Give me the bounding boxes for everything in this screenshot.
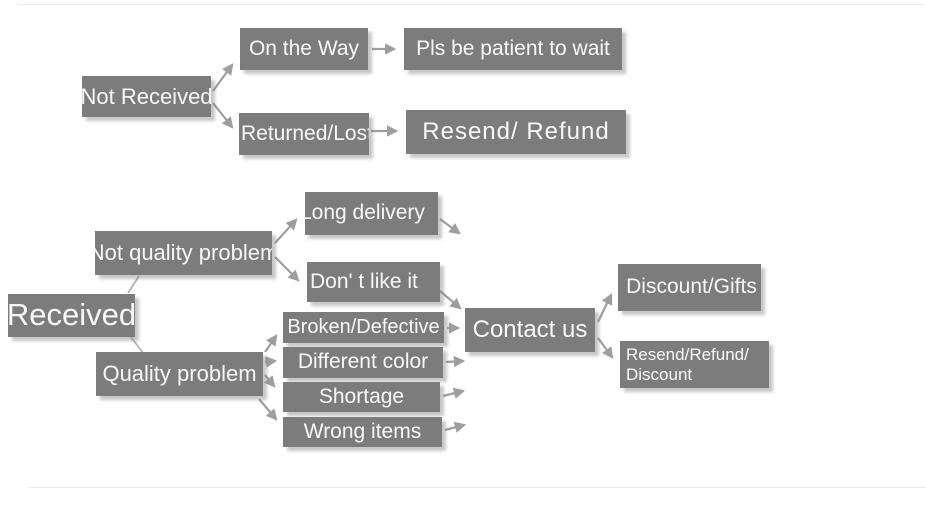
arrow-quality-to-broken <box>264 334 278 353</box>
node-on-the-way: On the Way <box>240 28 368 70</box>
line-received-to-quality <box>130 336 144 354</box>
arrow-long-delivery-out <box>439 218 461 235</box>
frame-line-bottom <box>28 487 926 488</box>
frame-line-top <box>18 4 924 5</box>
node-resend-refund-discount: Resend/Refund/ Discount <box>620 341 769 388</box>
arrow-not-received-to-on-the-way <box>212 63 234 92</box>
node-pls-be-patient: Pls be patient to wait <box>404 28 622 70</box>
node-quality-problem: Quality problem <box>96 352 263 396</box>
node-not-received: Not Received <box>82 76 211 117</box>
node-dont-like-it: Don' t like it <box>307 262 440 302</box>
node-received: Received <box>8 294 135 337</box>
arrow-wrong-items-to-contact-us <box>444 421 467 433</box>
node-different-color: Different color <box>283 347 443 378</box>
arrow-quality-to-different-color <box>264 356 278 368</box>
node-wrong-items: Wrong items <box>283 417 442 447</box>
arrow-contact-us-to-resend-discount <box>597 337 614 359</box>
node-resend-refund-discount-line1: Resend/Refund/ <box>626 344 749 364</box>
node-resend-refund: Resend/ Refund <box>406 110 626 154</box>
arrow-not-quality-to-dont-like <box>274 256 300 282</box>
arrow-different-color-to-contact-us <box>445 355 466 368</box>
arrow-shortage-to-contact-us <box>442 387 466 399</box>
node-discount-gifts: Discount/Gifts <box>618 264 761 311</box>
node-broken-defective: Broken/Defective <box>283 312 444 343</box>
node-resend-refund-discount-line2: Discount <box>626 364 693 384</box>
arrow-not-received-to-returned-lost <box>212 102 234 129</box>
arrow-quality-to-shortage <box>263 374 276 388</box>
node-returned-lost: Returned/Lost <box>239 113 369 155</box>
node-shortage: Shortage <box>283 382 440 412</box>
node-long-delivery: Long delivery <box>305 192 438 235</box>
node-contact-us: Contact us <box>465 308 595 352</box>
line-received-to-not-quality <box>127 275 140 294</box>
arrow-not-quality-to-long-delivery <box>274 218 298 244</box>
arrow-contact-us-to-discount-gifts <box>597 292 613 323</box>
arrow-dont-like-to-contact-us <box>439 290 462 310</box>
arrow-quality-to-wrong-items <box>258 398 278 421</box>
node-not-quality-problem: Not quality problem <box>95 231 272 275</box>
